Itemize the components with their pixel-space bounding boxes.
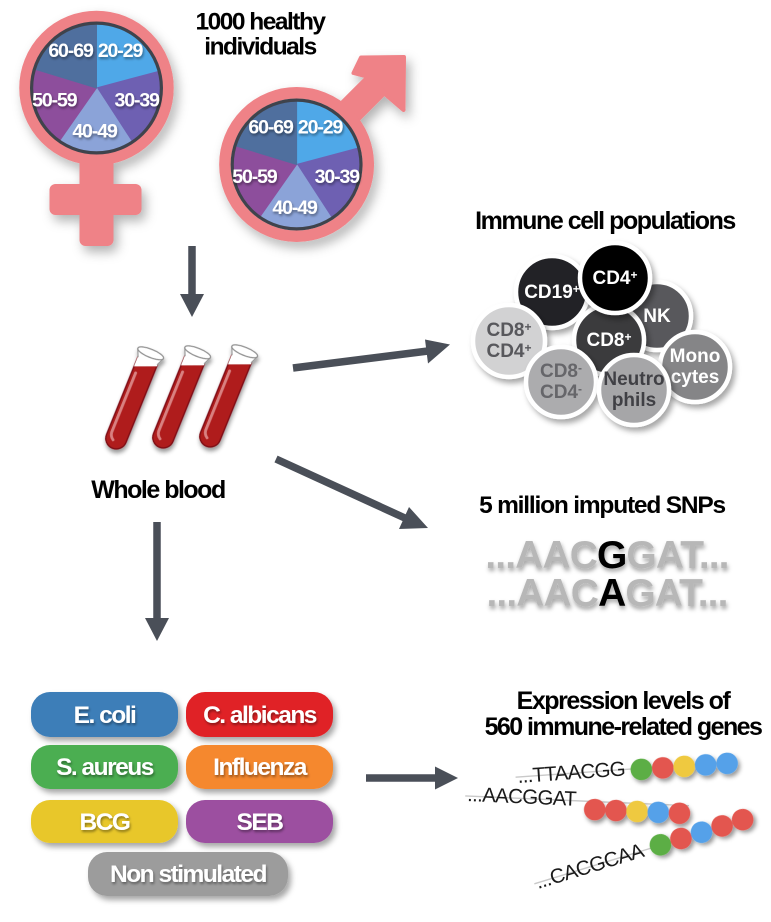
svg-text:CD4+: CD4+	[592, 268, 637, 289]
svg-text:...AACGGAT: ...AACGGAT	[467, 783, 578, 811]
svg-text:...AACGGAT...: ...AACGGAT...	[485, 534, 728, 577]
svg-text:CD8+: CD8+	[486, 320, 531, 341]
svg-text:...TTAACGG: ...TTAACGG	[517, 758, 626, 788]
svg-text:Whole blood: Whole blood	[91, 476, 225, 504]
svg-text:NK: NK	[643, 306, 671, 327]
svg-text:...AACGGAT...: ...AACGGAT...	[485, 534, 728, 577]
svg-text:BCG: BCG	[80, 809, 130, 836]
svg-text:Expression levels of: Expression levels of	[517, 687, 732, 715]
svg-text:60-69: 60-69	[248, 117, 294, 139]
svg-text:50-59: 50-59	[232, 166, 278, 188]
svg-text:50-59: 50-59	[32, 90, 78, 112]
svg-text:20-29: 20-29	[98, 40, 144, 62]
svg-text:20-29: 20-29	[298, 117, 344, 139]
svg-text:CD8-: CD8-	[540, 361, 582, 382]
svg-text:...CACGCAA: ...CACGCAA	[533, 839, 647, 894]
svg-text:S. aureus: S. aureus	[56, 754, 154, 781]
svg-text:Influenza: Influenza	[213, 754, 308, 781]
svg-text:1000 healthy: 1000 healthy	[195, 9, 326, 36]
svg-text:...AACAGAT...: ...AACAGAT...	[486, 572, 727, 615]
svg-text:C. albicans: C. albicans	[203, 702, 317, 729]
svg-text:individuals: individuals	[204, 34, 316, 61]
svg-text:Mono: Mono	[670, 346, 721, 367]
svg-text:cytes: cytes	[671, 367, 720, 388]
svg-text:40-49: 40-49	[72, 121, 118, 143]
svg-text:CD4-: CD4-	[540, 382, 582, 403]
svg-text:560 immune-related genes: 560 immune-related genes	[485, 713, 762, 741]
svg-text:Immune cell populations: Immune cell populations	[475, 207, 735, 235]
svg-text:phils: phils	[612, 390, 656, 411]
svg-text:40-49: 40-49	[272, 197, 318, 219]
svg-text:CD19+: CD19+	[524, 282, 580, 303]
svg-text:CD8+: CD8+	[586, 330, 631, 351]
svg-text:CD4+: CD4+	[486, 341, 531, 362]
svg-text:5 million imputed SNPs: 5 million imputed SNPs	[479, 492, 725, 519]
svg-text:60-69: 60-69	[48, 40, 94, 62]
svg-text:30-39: 30-39	[315, 166, 361, 188]
svg-text:SEB: SEB	[237, 809, 284, 836]
svg-text:30-39: 30-39	[115, 90, 161, 112]
svg-text:Non stimulated: Non stimulated	[110, 861, 266, 888]
svg-text:E. coli: E. coli	[74, 702, 136, 729]
svg-text:...AACAGAT...: ...AACAGAT...	[486, 572, 727, 615]
svg-text:Neutro: Neutro	[603, 369, 664, 390]
